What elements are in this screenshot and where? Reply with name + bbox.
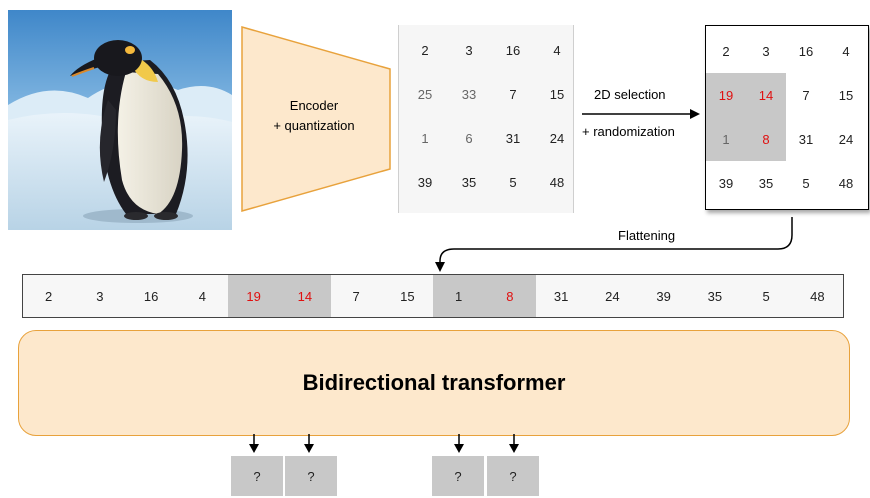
grid1-cell: 16 — [505, 42, 521, 58]
grid1-cell: 33 — [461, 86, 477, 102]
grid2-cell: 48 — [838, 175, 854, 191]
grid2-cell: 3 — [762, 43, 770, 59]
token: 39 — [656, 288, 671, 304]
output-arrows — [249, 434, 519, 453]
selection-label-line1: 2D selection — [594, 87, 666, 102]
token: 35 — [707, 288, 723, 304]
down-arrow-icon — [454, 444, 464, 453]
token: 5 — [762, 288, 770, 304]
bidirectional-transformer-block: Bidirectional transformer — [18, 330, 850, 436]
grid2-cell-selected: 8 — [746, 117, 786, 161]
predicted-token-box: ? — [231, 456, 283, 496]
token: 31 — [553, 288, 569, 304]
selection-arrow — [582, 109, 700, 119]
grid1-cell: 5 — [509, 174, 517, 190]
grid1-cell: 31 — [505, 130, 521, 146]
token-selected: 1 — [433, 275, 485, 317]
encoder-block — [241, 26, 391, 212]
token: 7 — [352, 288, 360, 304]
grid2-cell: 2 — [722, 43, 730, 59]
token-grid-quantized: 2 3 16 4 25 33 7 15 1 6 31 24 39 35 5 48 — [398, 25, 574, 213]
transformer-label: Bidirectional transformer — [302, 370, 566, 395]
token: 4 — [198, 288, 206, 304]
grid1-cell: 2 — [421, 42, 429, 58]
grid1-cell: 35 — [461, 174, 477, 190]
token-grid-selected: 2 3 16 4 19 14 7 15 1 8 31 24 39 35 5 48 — [705, 25, 869, 210]
encoder-label: Encoder + quantization — [255, 96, 373, 136]
token: 16 — [143, 288, 159, 304]
grid1-cell: 7 — [509, 86, 517, 102]
grid2-cell: 4 — [842, 43, 850, 59]
grid1-cell: 3 — [465, 42, 473, 58]
grid2-cell: 7 — [802, 87, 810, 103]
down-arrow-icon — [249, 444, 259, 453]
down-arrow-icon — [509, 444, 519, 453]
grid1-cell: 1 — [421, 130, 429, 146]
grid2-cell: 35 — [758, 175, 774, 191]
grid2-cell: 15 — [838, 87, 854, 103]
flattening-label: Flattening — [618, 228, 676, 243]
token-selected: 8 — [484, 275, 536, 317]
grid2-cell: 5 — [802, 175, 810, 191]
encoder-label-line2: + quantization — [273, 118, 355, 133]
grid1-cell: 24 — [549, 130, 565, 146]
predicted-token-box: ? — [487, 456, 539, 496]
encoder-label-line1: Encoder — [289, 98, 339, 113]
grid2-cell-selected: 19 — [706, 73, 746, 117]
flattening-arrow — [435, 217, 793, 272]
token: 24 — [605, 288, 620, 304]
grid1-cell: 48 — [549, 174, 565, 190]
down-arrow-icon — [304, 444, 314, 453]
grid1-cell: 6 — [465, 130, 473, 146]
token-selected: 19 — [228, 275, 280, 317]
grid1-cell: 15 — [549, 86, 565, 102]
grid2-cell: 39 — [718, 175, 734, 191]
flattened-token-sequence: 2 3 16 4 19 14 7 15 1 8 31 24 39 35 5 48 — [22, 274, 844, 318]
token: 2 — [45, 288, 53, 304]
token: 48 — [810, 288, 825, 304]
token: 3 — [96, 288, 104, 304]
grid1-cell: 4 — [553, 42, 561, 58]
token-selected: 14 — [279, 275, 331, 317]
grid1-cell: 39 — [417, 174, 433, 190]
grid2-cell-selected: 1 — [706, 117, 746, 161]
token: 15 — [400, 288, 415, 304]
predicted-token-box: ? — [285, 456, 337, 496]
grid2-cell: 24 — [838, 131, 854, 147]
grid2-cell: 16 — [798, 43, 814, 59]
grid2-cell: 31 — [798, 131, 814, 147]
selection-label-line2: + randomization — [582, 124, 675, 139]
grid1-cell: 25 — [417, 86, 433, 102]
penguin-image — [8, 10, 232, 230]
grid2-cell-selected: 14 — [746, 73, 786, 117]
predicted-token-box: ? — [432, 456, 484, 496]
